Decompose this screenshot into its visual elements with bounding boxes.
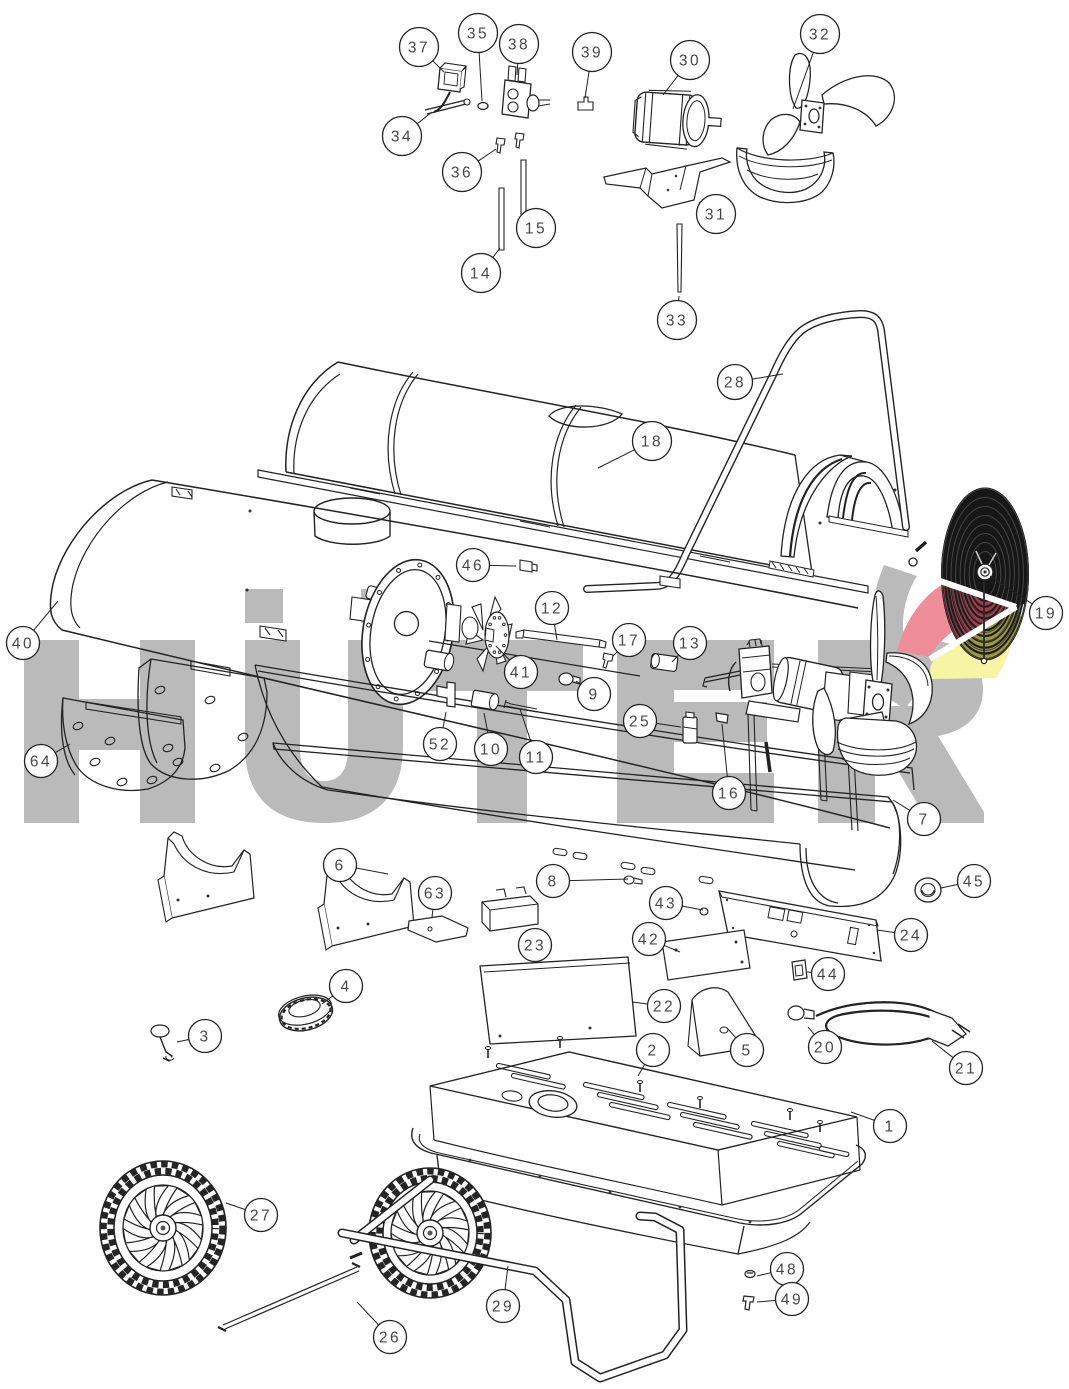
- svg-text:49: 49: [781, 1292, 803, 1309]
- svg-text:4: 4: [340, 979, 351, 996]
- svg-text:20: 20: [814, 1040, 836, 1057]
- svg-text:9: 9: [588, 687, 599, 704]
- svg-text:15: 15: [525, 221, 547, 238]
- svg-text:5: 5: [741, 1043, 752, 1060]
- svg-text:25: 25: [629, 714, 651, 731]
- svg-text:14: 14: [470, 266, 492, 283]
- svg-text:8: 8: [547, 874, 558, 891]
- svg-text:3: 3: [199, 1029, 210, 1046]
- svg-text:34: 34: [391, 129, 413, 146]
- svg-text:36: 36: [451, 165, 473, 182]
- svg-text:40: 40: [12, 636, 34, 653]
- svg-text:30: 30: [679, 53, 701, 70]
- svg-text:6: 6: [334, 858, 345, 875]
- svg-text:35: 35: [467, 26, 489, 43]
- svg-text:44: 44: [817, 967, 839, 984]
- svg-text:37: 37: [408, 40, 430, 57]
- svg-text:29: 29: [492, 1299, 514, 1316]
- svg-text:24: 24: [900, 928, 922, 945]
- svg-text:41: 41: [510, 665, 532, 682]
- svg-text:46: 46: [462, 558, 484, 575]
- svg-text:10: 10: [480, 742, 502, 759]
- svg-text:28: 28: [724, 375, 746, 392]
- svg-text:11: 11: [525, 750, 546, 767]
- svg-text:45: 45: [963, 874, 985, 891]
- svg-text:21: 21: [955, 1061, 977, 1078]
- svg-text:42: 42: [638, 932, 660, 949]
- svg-text:19: 19: [1035, 606, 1057, 623]
- svg-text:27: 27: [250, 1208, 272, 1225]
- svg-text:2: 2: [647, 1043, 658, 1060]
- svg-text:26: 26: [379, 1330, 401, 1347]
- svg-text:39: 39: [581, 45, 603, 62]
- svg-text:33: 33: [666, 313, 688, 330]
- svg-text:1: 1: [884, 1119, 895, 1136]
- svg-text:23: 23: [524, 938, 546, 955]
- svg-text:17: 17: [618, 633, 640, 650]
- svg-text:22: 22: [653, 999, 675, 1016]
- svg-text:12: 12: [541, 601, 563, 618]
- svg-text:32: 32: [809, 27, 831, 44]
- svg-text:52: 52: [429, 737, 451, 754]
- svg-text:64: 64: [30, 754, 52, 771]
- svg-text:31: 31: [705, 207, 727, 224]
- svg-text:7: 7: [918, 812, 929, 829]
- svg-text:43: 43: [655, 896, 677, 913]
- svg-text:48: 48: [776, 1262, 798, 1279]
- svg-text:16: 16: [718, 786, 740, 803]
- svg-text:63: 63: [424, 886, 446, 903]
- svg-text:38: 38: [508, 37, 530, 54]
- svg-text:13: 13: [679, 636, 701, 653]
- svg-text:18: 18: [641, 434, 663, 451]
